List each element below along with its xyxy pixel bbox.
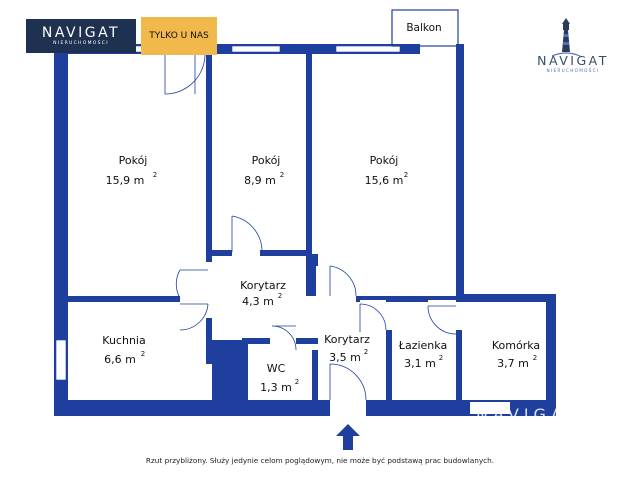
brand-name: NAVIGAT (41, 24, 121, 41)
room-area: 3,5 m (329, 351, 361, 364)
room-area: 1,3 m (260, 381, 292, 394)
area-unit-sup: 2 (280, 171, 284, 179)
balcony (391, 9, 459, 47)
lighthouse-icon (551, 18, 581, 57)
entrance-arrow-icon (336, 424, 360, 450)
door-swings (164, 53, 457, 401)
room-name: Pokój (119, 154, 148, 167)
room-name: Pokój (370, 154, 399, 167)
room-area: 15,6 m (365, 174, 404, 187)
brand-subtitle: NIERUCHOMOŚCI (546, 68, 600, 73)
room-name: Komórka (492, 339, 540, 352)
area-unit-sup: 2 (141, 350, 145, 358)
brand-logo-right: NAVIGAT NIERUCHOMOŚCI (528, 18, 618, 80)
exclusive-tag: TYLKO U NAS (141, 17, 217, 55)
room-name: Łazienka (398, 339, 447, 352)
room-name: Korytarz (324, 333, 370, 346)
walls (54, 44, 556, 416)
brand-subtitle: NIERUCHOMOŚCI (53, 40, 109, 46)
area-unit-sup: 2 (278, 292, 282, 300)
room-area: 3,7 m (497, 357, 529, 370)
room-area: 6,6 m (104, 353, 136, 366)
watermark: NAVIGAT (476, 405, 580, 424)
brand-logo: NAVIGAT NIERUCHOMOŚCI (26, 19, 136, 53)
area-unit-sup: 2 (153, 171, 157, 179)
brand-name: NAVIGAT (537, 53, 609, 68)
area-unit-sup: 2 (533, 354, 537, 362)
room-area: 3,1 m (404, 357, 436, 370)
disclaimer: Rzut przybliżony. Służy jedynie celom po… (145, 456, 495, 465)
room-name: WC (267, 362, 286, 375)
room-name: Korytarz (240, 279, 286, 292)
area-unit-sup: 2 (295, 378, 299, 386)
area-unit-sup: 2 (364, 348, 368, 356)
room-area: 4,3 m (242, 295, 274, 308)
room-name: Kuchnia (102, 334, 145, 347)
room-area: 8,9 m (244, 174, 276, 187)
area-unit-sup: 2 (404, 171, 408, 179)
room-name: Pokój (252, 154, 281, 167)
room-area: 15,9 m (106, 174, 145, 187)
area-unit-sup: 2 (439, 354, 443, 362)
balcony-label: Balkon (406, 22, 441, 34)
